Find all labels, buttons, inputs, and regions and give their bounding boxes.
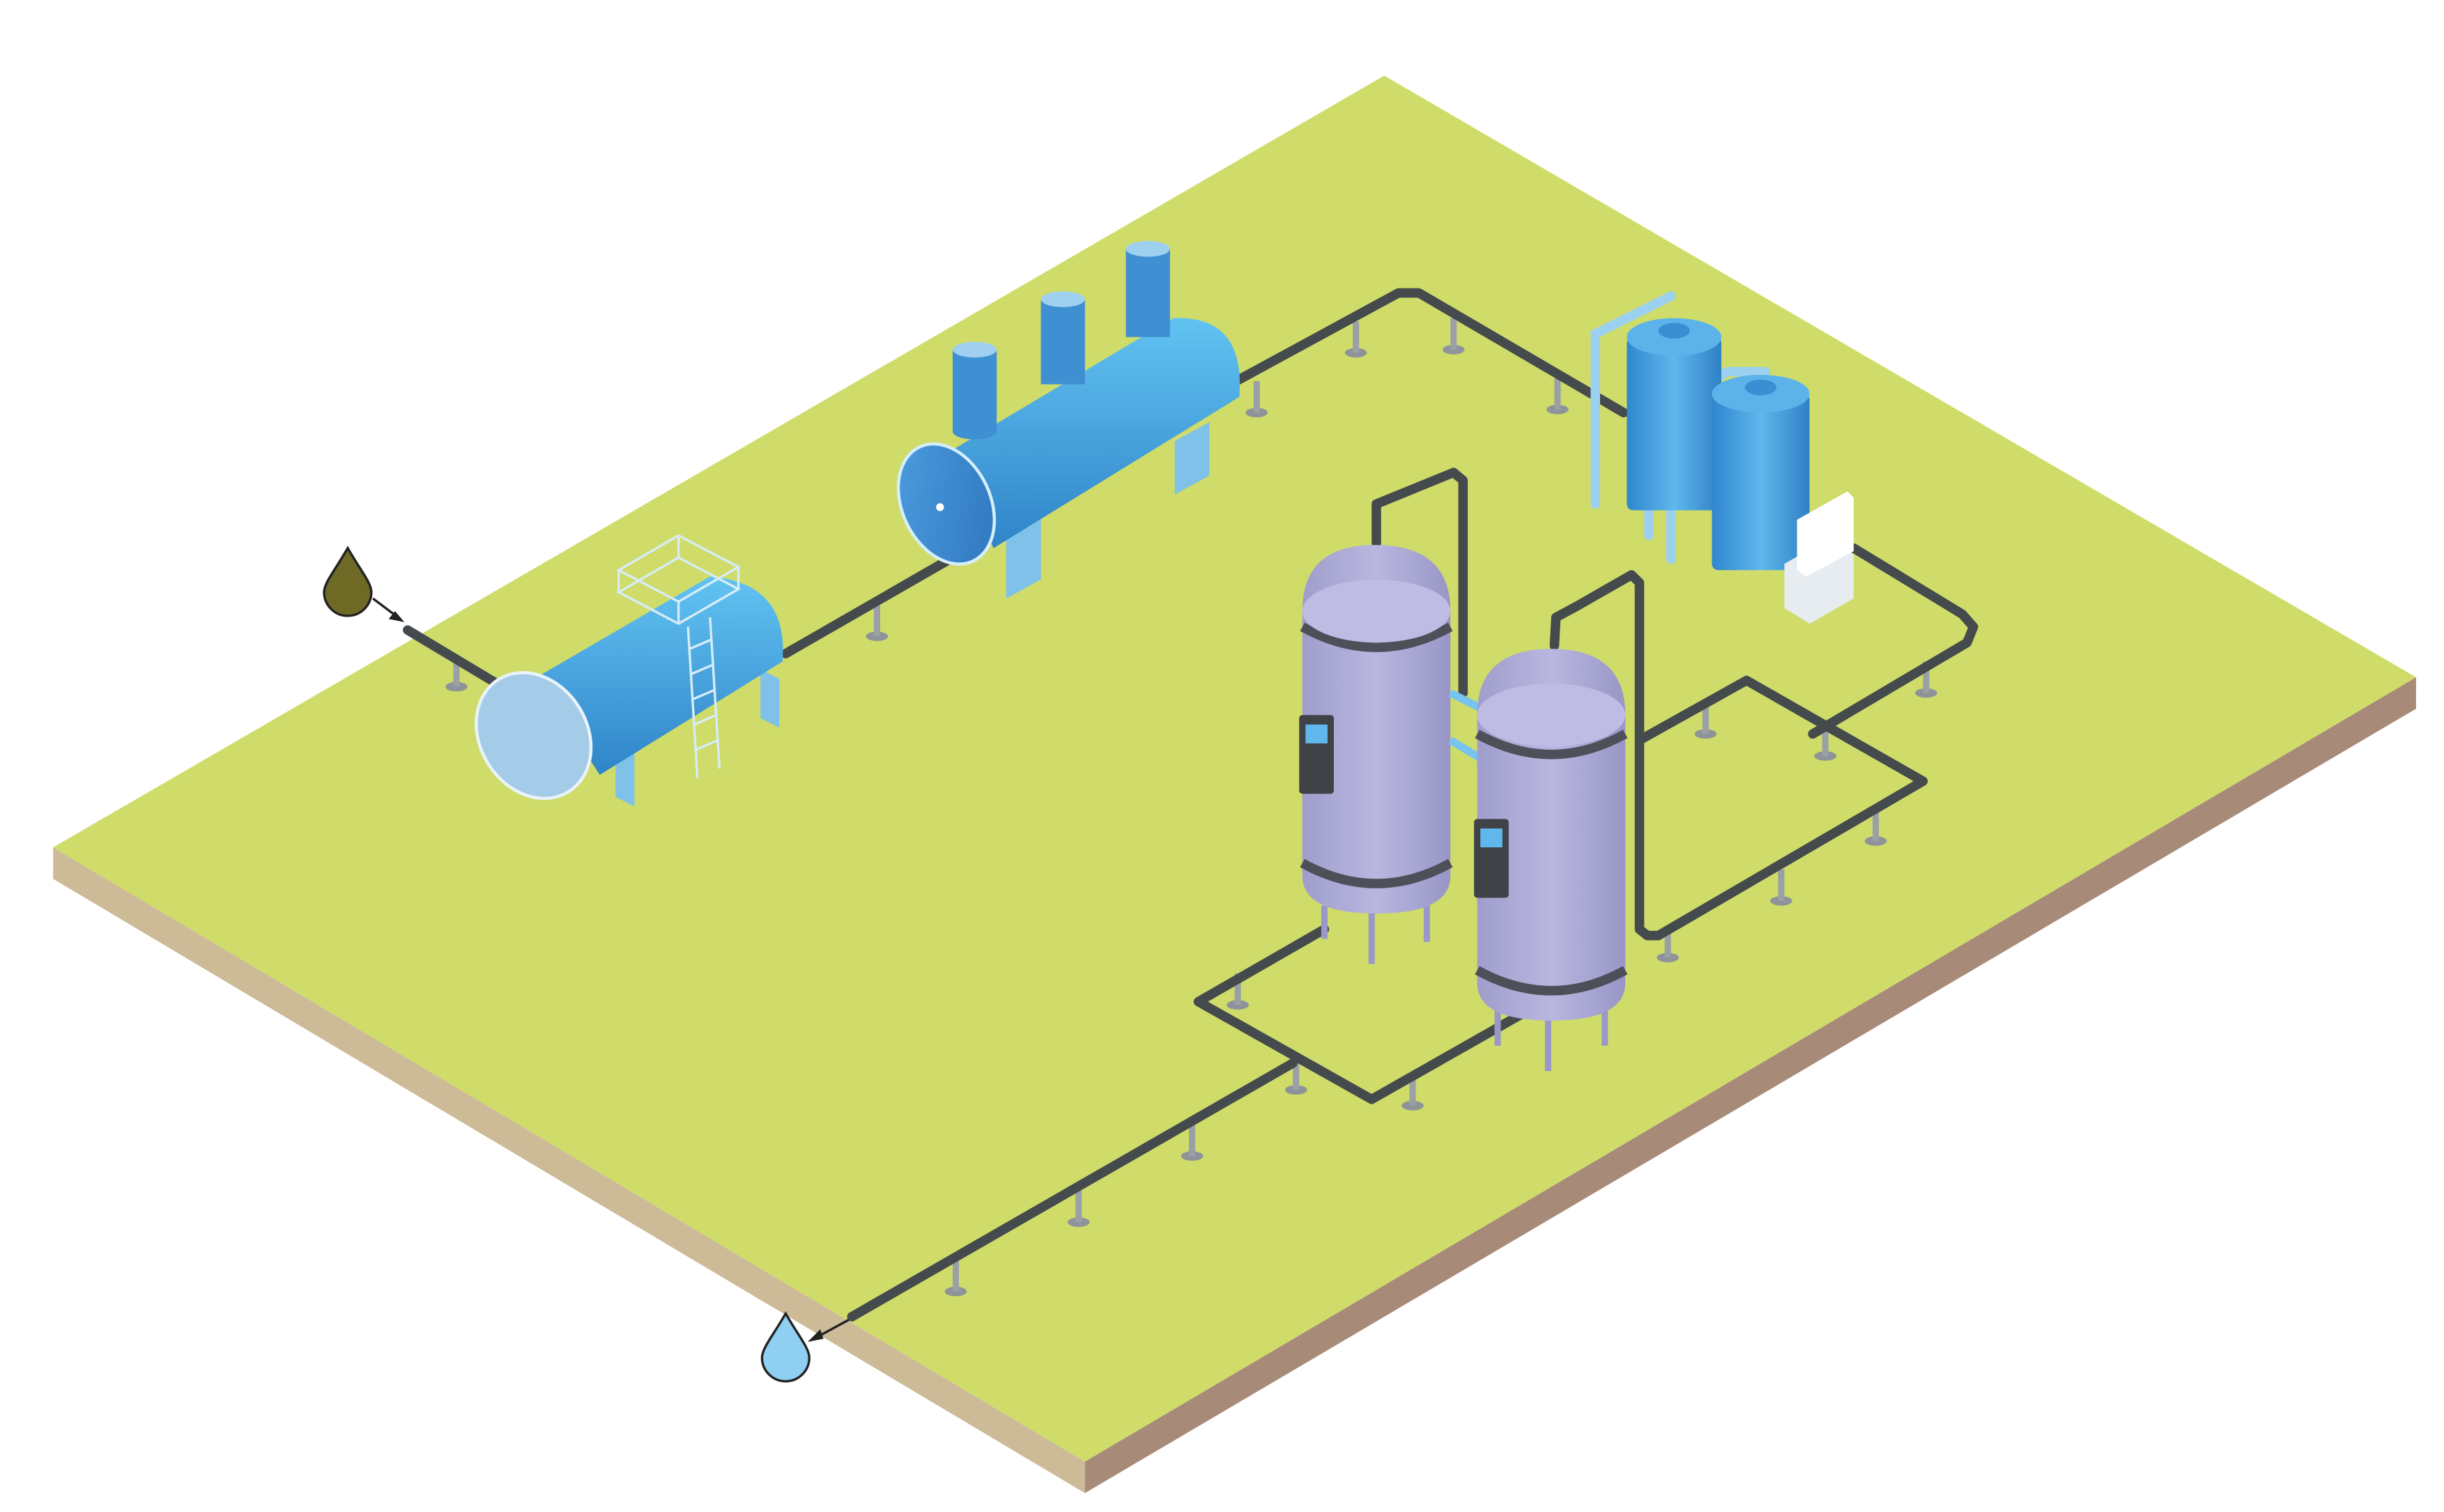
separator-stack: [1040, 291, 1085, 385]
pipe-support-post: [1915, 661, 1937, 698]
pipe-support-post: [1864, 809, 1887, 846]
pipe-vessel1-top: [1371, 468, 1468, 698]
tank-body: [537, 576, 783, 776]
pipe-filters-to-loop: [1808, 543, 1978, 739]
separator-leg: [1006, 516, 1041, 599]
vessel-connector: [1448, 689, 1484, 763]
vessel-display-icon: [1305, 724, 1328, 743]
ground-top: [53, 75, 2416, 1462]
control-panel: [1784, 491, 1854, 624]
pressure-vessel: [1474, 649, 1628, 1072]
pipe-support-post: [1067, 1190, 1090, 1227]
inlet-pipe: [403, 625, 507, 692]
vessel-display-icon: [1480, 828, 1502, 848]
water-drop-icon: [760, 1311, 810, 1383]
tank-ladder: [686, 617, 721, 778]
separator-leg: [1174, 422, 1210, 495]
separator-stack: [952, 341, 997, 440]
pipe-support-post: [866, 605, 889, 641]
pipe-supports: [445, 318, 1937, 1297]
vessel-control-pad: [1299, 715, 1334, 794]
tank-end-cap: [475, 671, 593, 801]
pipelines: [403, 288, 1978, 1322]
pipe-loop-right: [1549, 570, 1928, 941]
tank-leg: [760, 669, 780, 728]
pipe-support-post: [1546, 378, 1569, 415]
pipe-support-post: [1181, 1124, 1204, 1161]
pipe-loop-lower: [1193, 924, 1526, 1104]
pressure-vessel: [1299, 545, 1453, 964]
pipe-support-post: [1814, 724, 1837, 761]
tank-railing: [616, 534, 741, 626]
ground-side-right: [1084, 677, 2416, 1493]
pipe-tank1-to-separator: [781, 553, 958, 658]
separator-stack: [1125, 240, 1170, 337]
outlet-pipe: [847, 1058, 1298, 1322]
separator-end-cap: [896, 442, 997, 566]
storage-tank: [475, 534, 783, 807]
pipe-support-post: [1344, 321, 1367, 358]
oil-drop-icon: [323, 546, 373, 617]
pipe-support-post: [1657, 926, 1680, 963]
pipe-support-post: [944, 1260, 967, 1297]
pipe-support-post: [1284, 1058, 1307, 1095]
filter-unit: [1590, 291, 1854, 624]
separator-body: [946, 318, 1240, 548]
separator-vessel: [896, 240, 1240, 599]
pipe-support-post: [445, 655, 468, 692]
ground-platform: [53, 75, 2416, 1493]
vessel-control-pad: [1474, 819, 1509, 898]
pipe-separator-to-filters: [1231, 288, 1629, 418]
inlet-marker: [323, 546, 405, 622]
filter-column: [1627, 318, 1722, 511]
pipe-support-post: [1770, 869, 1792, 906]
filter-column: [1712, 374, 1810, 571]
pipe-support-post: [1245, 381, 1268, 418]
pipe-support-post: [1227, 973, 1249, 1010]
pipe-support-post: [1401, 1074, 1424, 1111]
pipe-support-post: [1442, 318, 1465, 355]
outlet-marker: [760, 1311, 850, 1383]
pipe-support-post: [1694, 702, 1717, 739]
